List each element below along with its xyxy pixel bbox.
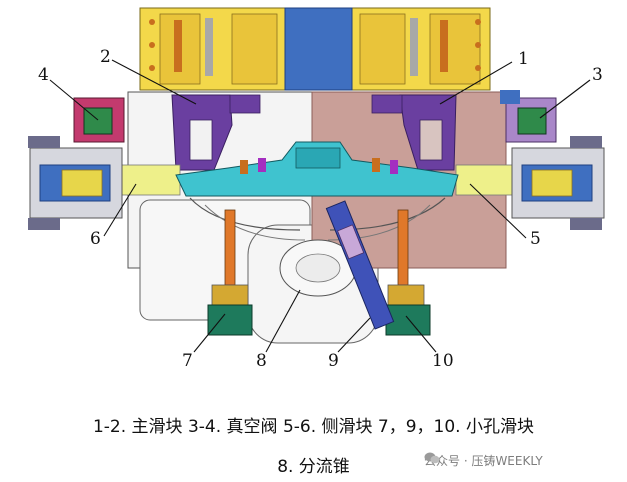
callout-labels: 1 2 3 4 5 6 7 8 9 10 bbox=[38, 47, 603, 371]
callout-5: 5 bbox=[530, 229, 541, 249]
main-slides bbox=[171, 94, 457, 171]
callout-7: 7 bbox=[182, 351, 193, 371]
callout-6: 6 bbox=[90, 229, 101, 249]
callout-3: 3 bbox=[592, 65, 603, 85]
leader-lines bbox=[49, 59, 591, 353]
mold-drawing: 1 2 3 4 5 6 7 8 9 10 bbox=[28, 7, 605, 371]
callout-9: 9 bbox=[328, 351, 339, 371]
watermark-text: 公众号 · 压铸WEEKLY bbox=[424, 454, 543, 468]
caption-line-1: 1-2. 主滑块 3-4. 真空阀 5-6. 侧滑块 7，9，10. 小孔滑块 bbox=[92, 417, 534, 437]
small-hole-slides bbox=[207, 200, 431, 336]
callout-4: 4 bbox=[38, 65, 49, 85]
callout-1: 1 bbox=[518, 49, 529, 69]
vacuum-valves bbox=[73, 90, 557, 143]
callout-2: 2 bbox=[100, 47, 111, 67]
side-slides bbox=[28, 136, 605, 230]
wechat-icon bbox=[424, 452, 440, 464]
callout-10: 10 bbox=[432, 351, 454, 371]
caption-line-2: 8. 分流锥 bbox=[277, 457, 350, 477]
watermark: 公众号 · 压铸WEEKLY bbox=[424, 452, 543, 469]
casting-runner bbox=[175, 141, 459, 241]
top-yellow-plates bbox=[139, 7, 491, 91]
callout-8: 8 bbox=[256, 351, 267, 371]
top-center-blue-plate bbox=[284, 7, 353, 91]
